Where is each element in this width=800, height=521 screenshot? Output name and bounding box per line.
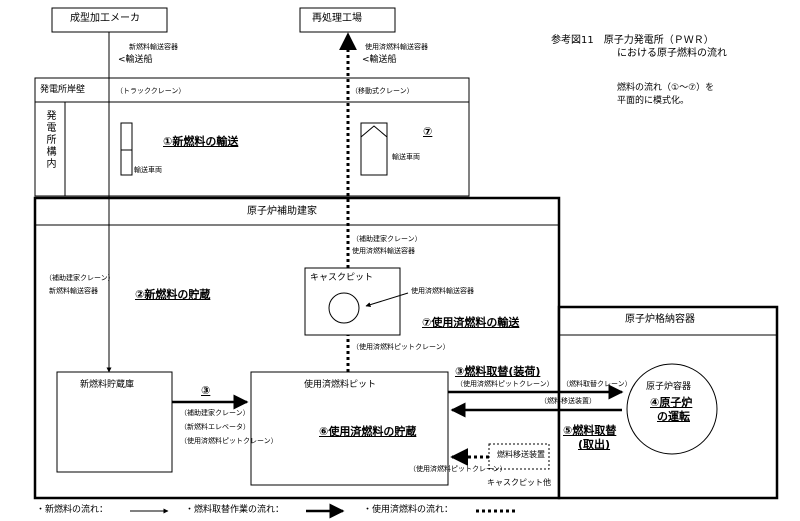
store-crane-1: （補助建家クレーン） <box>180 409 250 417</box>
cask-pit-other-label: キャスクピット他 <box>487 478 551 487</box>
step-2-label: ②新燃料の貯蔵 <box>135 288 211 301</box>
step-3-label: ③ <box>201 384 211 397</box>
reprocessing-box <box>299 7 396 33</box>
ship-in-label: <輸送船 <box>118 55 153 65</box>
truck-crane-label: （トラッククレーン） <box>116 87 186 95</box>
new-fuel-storage-box <box>56 371 173 473</box>
step-5b-label: (取出) <box>578 438 611 451</box>
legend-new-fuel: ・新燃料の流れ： <box>36 505 109 515</box>
seawall-label: 発電所岸壁 <box>40 85 86 95</box>
fabricator-box <box>51 7 168 33</box>
step-4b-label: の運転 <box>657 410 690 423</box>
cask-container-label: 使用済燃料輸送容器 <box>411 287 474 295</box>
crane-a1-label: （補助建家クレーン） <box>352 235 422 243</box>
new-fuel-container-label: 新燃料輸送容器 <box>129 43 178 51</box>
store-crane-3: （使用済燃料ピットクレーン） <box>180 437 278 445</box>
crane-b1-label: （補助建家クレーン） <box>45 274 115 282</box>
site-region <box>34 77 470 197</box>
fabricator-label: 成型加工メーカ <box>70 13 140 24</box>
pit-crane-up-label: （使用済燃料ピットクレーン） <box>352 343 450 351</box>
legend-replace: ・燃料取替作業の流れ： <box>185 505 285 515</box>
transfer-dev-label: （燃料移送装置） <box>540 397 596 405</box>
crane-b2-label: 新燃料輸送容器 <box>49 287 98 295</box>
spent-fuel-pit-label: 使用済燃料ピット <box>304 380 377 390</box>
header-subtitle: における原子燃料の流れ <box>617 48 727 59</box>
aux-building-label: 原子炉補助建家 <box>247 206 317 217</box>
pit-crane-r-label: （使用済燃料ピットクレーン） <box>456 380 554 388</box>
cask-pit-label: キャスクピット <box>310 273 374 283</box>
step-5-label: ⑤燃料取替 <box>563 424 617 437</box>
step-7b-label: ⑦使用済燃料の輸送 <box>422 316 520 329</box>
legend-spent: ・使用済燃料の流れ： <box>363 505 454 515</box>
spent-container-label: 使用済燃料輸送容器 <box>365 43 428 51</box>
pit-crane-low-label: （使用済燃料ピットクレーン） <box>409 465 507 473</box>
store-crane-2: （新燃料エレベータ） <box>180 423 250 431</box>
step-1-label: ①新燃料の輸送 <box>163 135 239 148</box>
fuel-transfer-label: 燃料移送装置 <box>497 450 545 459</box>
header-title: 参考図11 原子力発電所（ＰＷＲ） <box>551 35 714 46</box>
site-interior-label: 発電所構内 <box>44 110 55 170</box>
step-4-label: ④原子炉 <box>650 396 693 409</box>
step-7-label: ⑦ <box>423 125 433 138</box>
step-3b-label: ③燃料取替(装荷) <box>455 365 541 378</box>
new-fuel-storage-label: 新燃料貯蔵庫 <box>80 380 135 390</box>
transport-vehicle-1: 輸送車両 <box>134 166 162 174</box>
mobile-crane-label: （移動式クレーン） <box>351 87 414 95</box>
ship-out-label: <輸送船 <box>362 55 397 65</box>
reprocessing-label: 再処理工場 <box>312 13 362 24</box>
reactor-vessel-label: 原子炉容器 <box>646 382 692 392</box>
reactor-vessel-circle <box>626 363 718 455</box>
spent-fuel-pit-box <box>250 371 449 486</box>
replace-crane-label: （燃料取替クレーン） <box>562 380 632 388</box>
header-note1: 燃料の流れ（①〜⑦）を <box>617 83 715 93</box>
step-6-label: ⑥使用済燃料の貯蔵 <box>319 425 417 438</box>
header-note2: 平面的に模式化。 <box>617 96 690 106</box>
crane-a2-label: 使用済燃料輸送容器 <box>352 247 415 255</box>
transport-vehicle-2: 輸送車両 <box>392 153 420 161</box>
containment-label: 原子炉格納容器 <box>625 314 695 325</box>
